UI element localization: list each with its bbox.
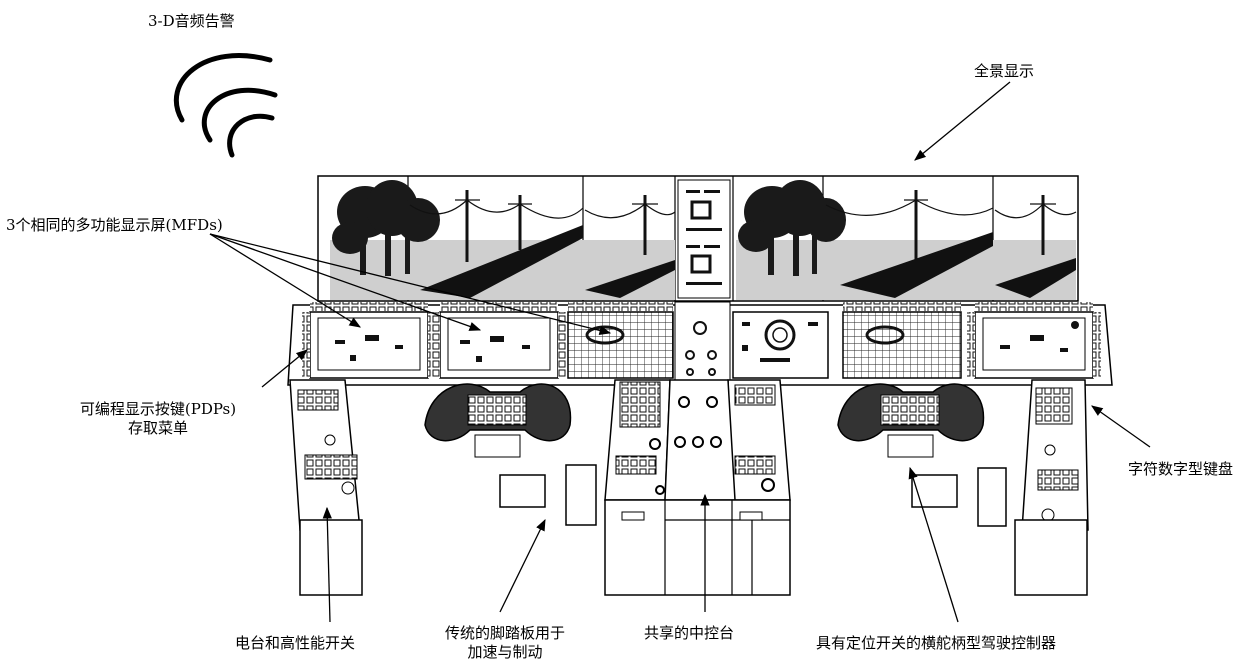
leader-lines <box>209 81 1151 623</box>
mfd-panel-row <box>287 301 1113 386</box>
pedals-label-line2: 加速与制动 <box>467 643 543 661</box>
left-yoke-controller <box>424 383 572 458</box>
audio-alert-label: 3-D音频告警 <box>148 12 235 30</box>
panoramic-display <box>317 175 1079 302</box>
center-console-label: 共享的中控台 <box>644 624 735 642</box>
pdps-label-line2: 存取菜单 <box>127 419 188 437</box>
pedals <box>499 464 1007 527</box>
right-yoke-controller <box>837 383 985 458</box>
audio-waves-icon <box>174 53 278 158</box>
tree-icon <box>738 180 846 276</box>
alnum-keyboard-label: 字符数字型键盘 <box>1128 460 1234 478</box>
mfd-screen <box>567 302 674 379</box>
pdps-label-line1: 可编程显示按键(PDPs) <box>79 400 237 418</box>
pedals-label: 传统的脚踏板用于 加速与制动 <box>420 624 590 662</box>
mfd-screen <box>302 302 436 379</box>
left-side-console <box>289 379 363 596</box>
center-console <box>604 379 791 596</box>
mfds-label: 3个相同的多功能显示屏(MFDs) <box>6 216 223 234</box>
mfd-screen <box>432 302 566 379</box>
mfd-screen <box>842 302 962 379</box>
right-side-console <box>1014 379 1089 596</box>
radio-switches-label: 电台和高性能开关 <box>235 634 356 652</box>
gauge-panel <box>732 311 829 379</box>
mfd-screen <box>967 302 1101 379</box>
yoke-controller-label: 具有定位开关的横舵柄型驾驶控制器 <box>816 634 1057 652</box>
tree-icon <box>332 180 440 276</box>
pedals-label-line1: 传统的脚踏板用于 <box>444 624 565 642</box>
pdps-label: 可编程显示按键(PDPs) 存取菜单 <box>58 400 258 438</box>
panoramic-display-label: 全景显示 <box>974 62 1035 80</box>
